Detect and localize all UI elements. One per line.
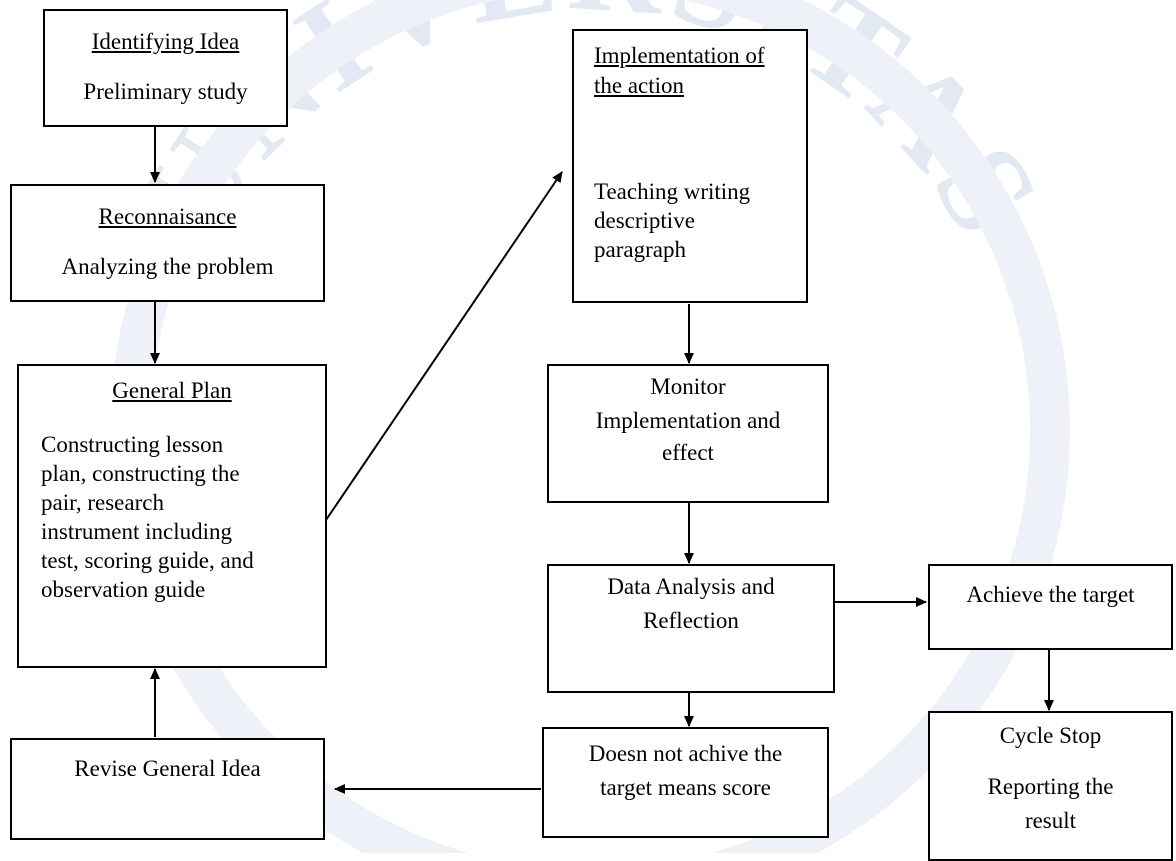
- arrow-general-plan-to-implementation: [325, 171, 563, 521]
- achieve-target-text: Achieve the target: [966, 582, 1135, 607]
- monitor-line-2: Implementation and: [595, 408, 781, 433]
- not-achieve-line-2: target means score: [600, 775, 771, 800]
- cycle-stop-line-1: Reporting the: [987, 774, 1114, 799]
- general-plan-line-4: instrument including: [41, 519, 233, 544]
- data-analysis-line-2: Reflection: [643, 608, 739, 633]
- not-achieve-line-1: Doesn not achive the: [588, 741, 783, 766]
- general-plan-box: General Plan Constructing lesson plan, c…: [17, 364, 327, 668]
- implementation-box: Implementation of the action Teaching wr…: [572, 29, 808, 303]
- data-analysis-box: Data Analysis and Reflection: [547, 564, 835, 693]
- revise-general-idea-text: Revise General Idea: [74, 756, 261, 781]
- not-achieve-box: Doesn not achive the target means score: [542, 727, 829, 838]
- monitor-box: Monitor Implementation and effect: [547, 364, 829, 503]
- implementation-title-line-2: the action: [594, 73, 685, 98]
- monitor-line-3: effect: [662, 440, 714, 465]
- reconnaisance-text: Analyzing the problem: [61, 254, 274, 279]
- data-analysis-line-1: Data Analysis and: [607, 574, 775, 599]
- general-plan-line-2: plan, constructing the: [41, 461, 240, 486]
- implementation-line-1: Teaching writing: [594, 179, 751, 204]
- general-plan-line-3: pair, research: [41, 490, 164, 515]
- monitor-line-1: Monitor: [650, 374, 726, 399]
- general-plan-line-1: Constructing lesson: [41, 432, 224, 457]
- reconnaisance-title: Reconnaisance: [98, 204, 237, 229]
- general-plan-line-5: test, scoring guide, and: [41, 548, 254, 573]
- cycle-stop-title: Cycle Stop: [999, 723, 1102, 748]
- implementation-line-3: paragraph: [594, 237, 686, 262]
- general-plan-line-6: observation guide: [41, 577, 206, 602]
- identifying-idea-text: Preliminary study: [83, 79, 248, 104]
- achieve-target-box: Achieve the target: [928, 564, 1173, 650]
- reconnaisance-box: Reconnaisance Analyzing the problem: [10, 184, 325, 302]
- cycle-stop-line-2: result: [1024, 808, 1077, 833]
- identifying-idea-box: Identifying Idea Preliminary study: [43, 9, 288, 127]
- cycle-stop-box: Cycle Stop Reporting the result: [928, 711, 1173, 861]
- implementation-title-line-1: Implementation of: [594, 43, 765, 68]
- implementation-line-2: descriptive: [594, 208, 695, 233]
- general-plan-title: General Plan: [112, 378, 232, 403]
- identifying-idea-title: Identifying Idea: [91, 29, 240, 54]
- revise-general-idea-box: Revise General Idea: [10, 738, 325, 840]
